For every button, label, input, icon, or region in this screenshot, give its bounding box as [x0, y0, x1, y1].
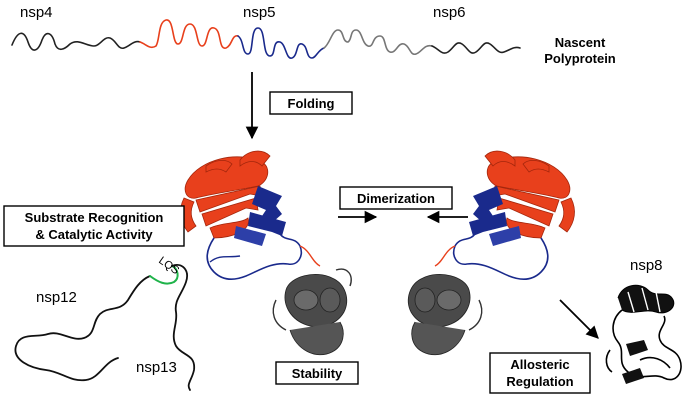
nsp6-label: nsp6: [433, 4, 466, 21]
nsp13-label: nsp13: [136, 359, 177, 376]
substrate-recognition-label-line1: Substrate Recognition: [25, 210, 164, 225]
left-protomer: [180, 150, 352, 356]
nsp13-chain: [171, 264, 195, 391]
nsp5-domain1-segment: [139, 19, 239, 49]
nascent-polyprotein-label-line1: Nascent: [555, 35, 606, 50]
folding-label: Folding: [288, 96, 335, 111]
dimerization-label: Dimerization: [357, 191, 435, 206]
substrate-recognition-box: [3, 205, 185, 247]
nascent-polyprotein-label-line2: Polyprotein: [544, 51, 616, 66]
nsp4-segment: [11, 32, 141, 51]
nsp4-label: nsp4: [20, 4, 53, 21]
substrate-chain: [14, 264, 195, 391]
left-domain3: [272, 268, 352, 356]
allosteric-regulation-box: [489, 352, 591, 394]
left-domain2: [206, 186, 303, 281]
nsp5-domain2-segment: [237, 27, 325, 59]
polyprotein-chain: [11, 19, 521, 59]
right-protomer: [407, 150, 575, 356]
nsp6-tail-segment: [431, 42, 521, 54]
dimerization-box: [339, 186, 453, 210]
allosteric-regulation-label-line2: Regulation: [506, 374, 573, 389]
substrate-recognition-label-line2: & Catalytic Activity: [35, 227, 153, 242]
allosteric-regulation-label-line1: Allosteric: [510, 357, 569, 372]
stability-box: [275, 361, 359, 385]
stability-label: Stability: [292, 366, 343, 381]
cleavage-loop: [149, 265, 179, 285]
folding-box: [269, 91, 353, 115]
nsp6-segment: [323, 29, 433, 56]
nsp12-label: nsp12: [36, 289, 77, 306]
allosteric-arrow: [559, 299, 599, 339]
nsp12-chain: [14, 275, 151, 382]
nsp5-label: nsp5: [243, 4, 276, 21]
left-domain1: [180, 150, 271, 239]
nsp8-label: nsp8: [630, 257, 663, 274]
nsp8-structure: [605, 284, 682, 384]
